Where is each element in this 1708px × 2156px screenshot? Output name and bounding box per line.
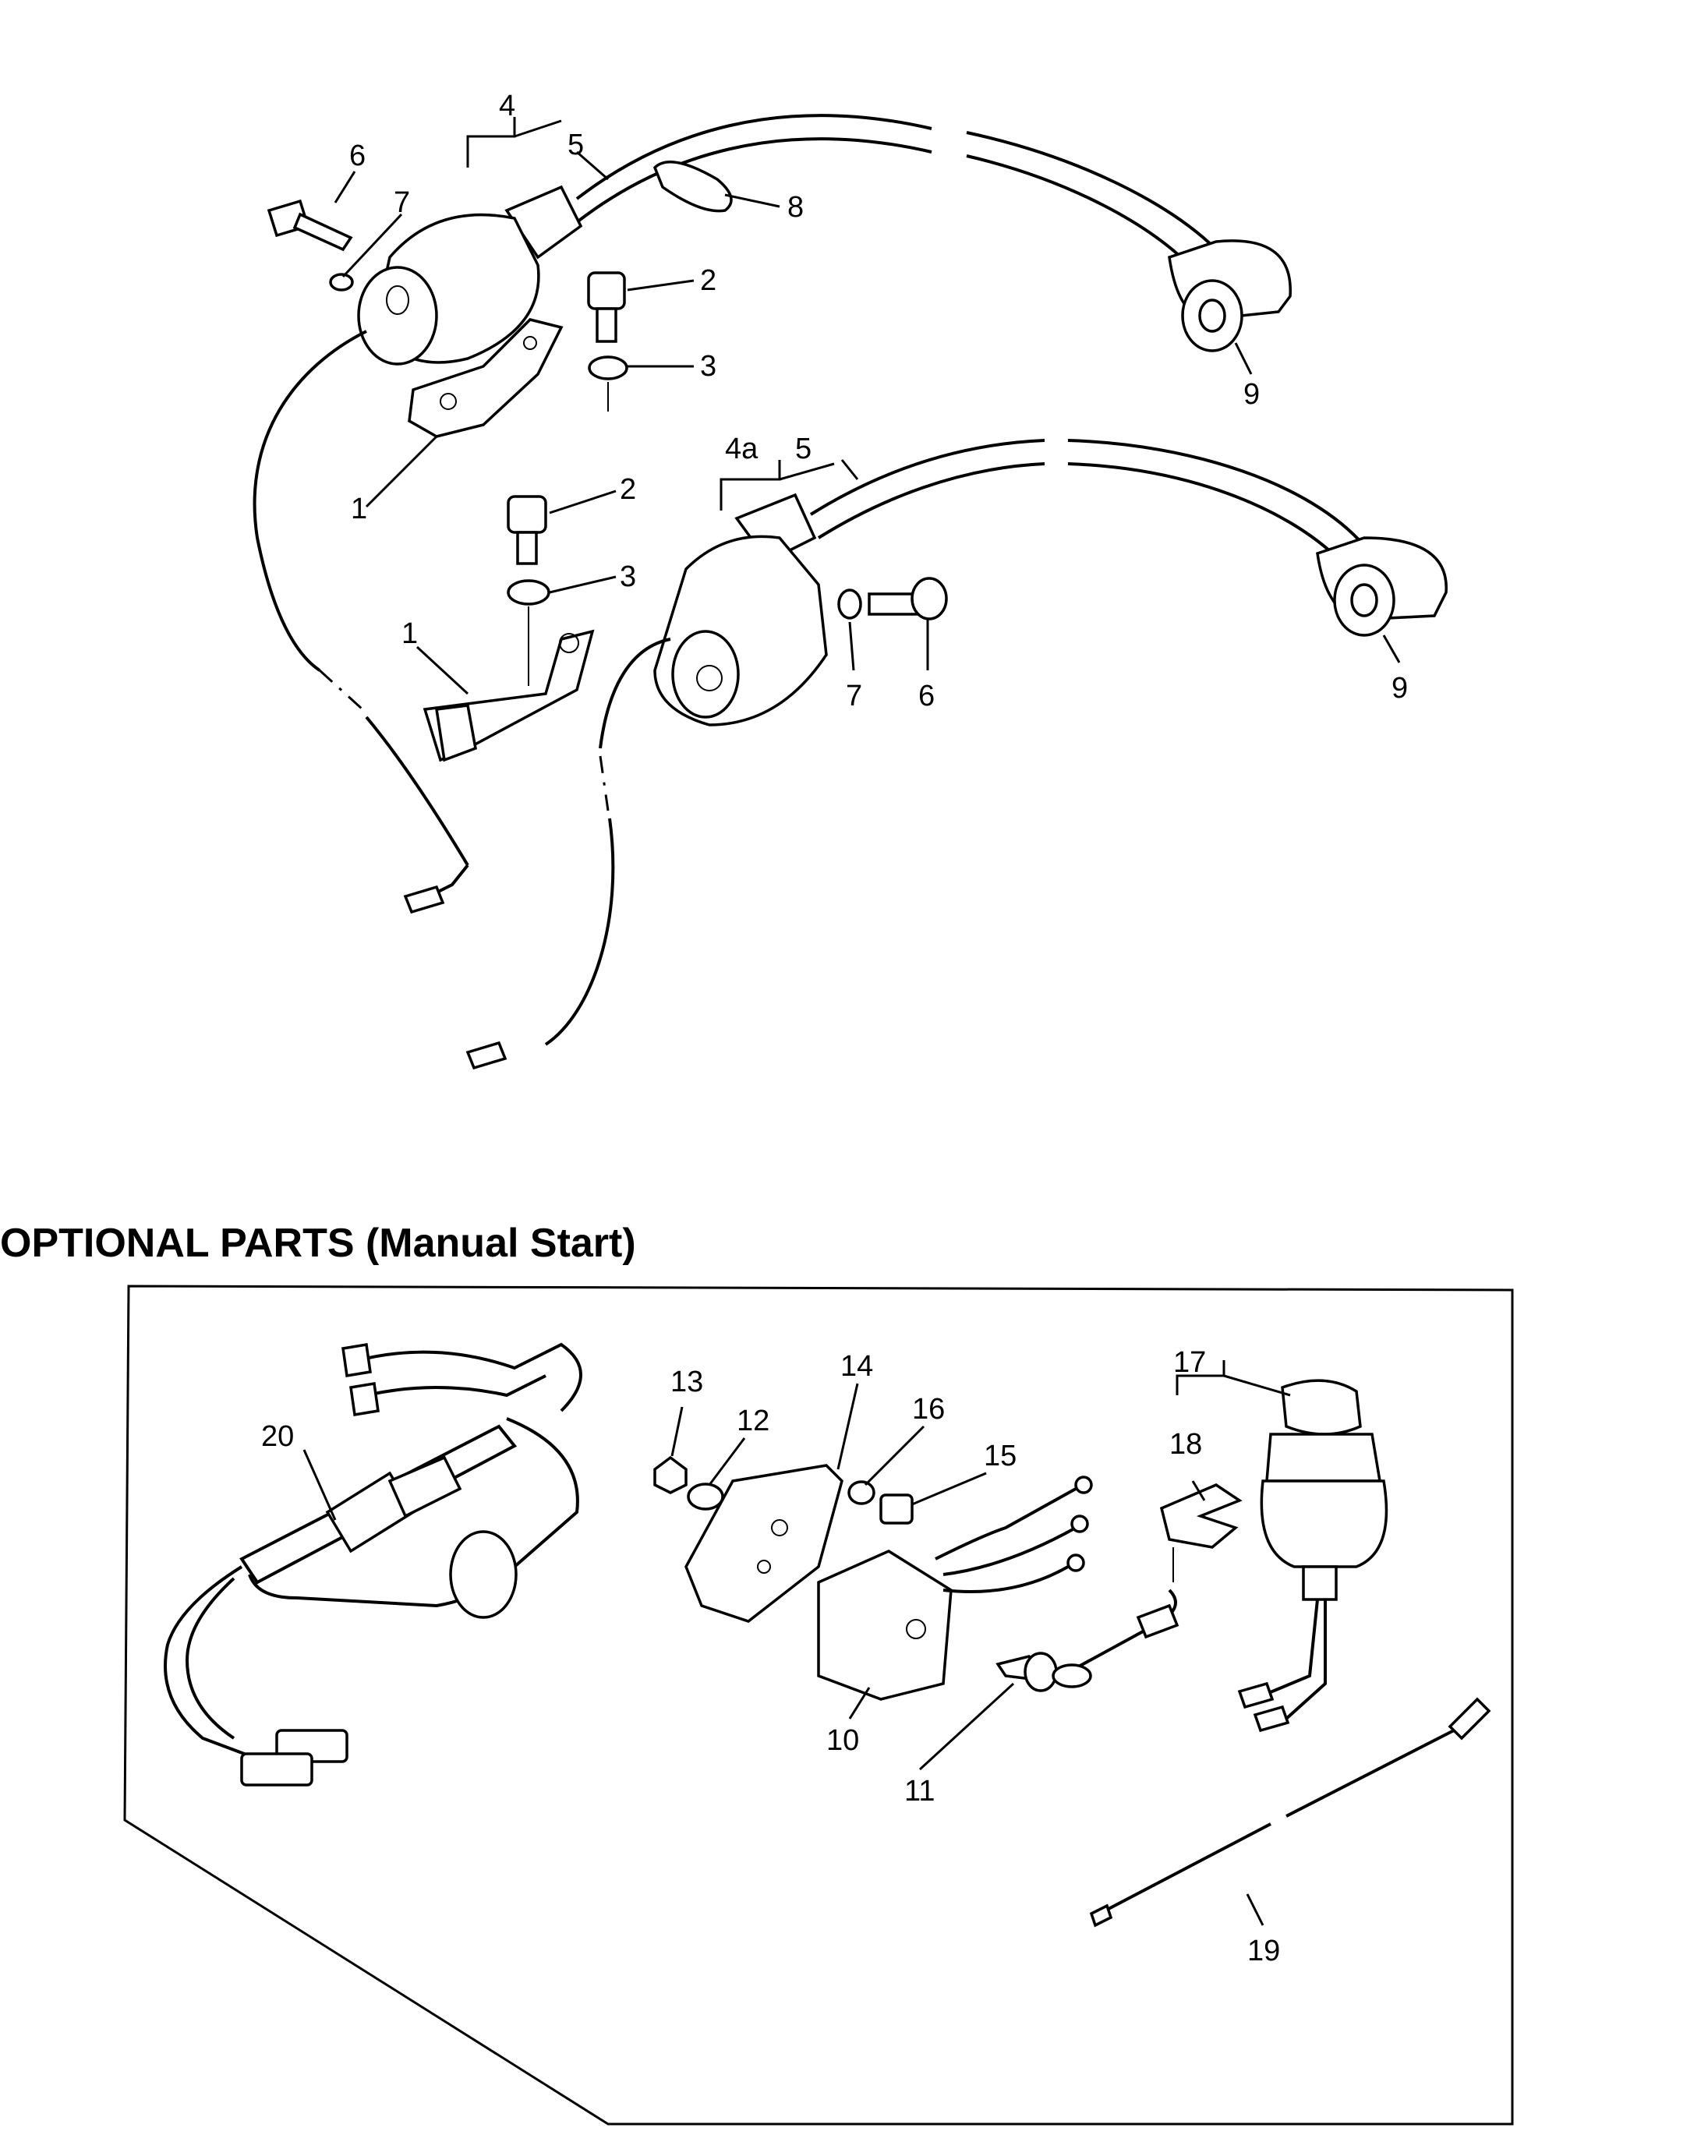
callout-18: 18 [1169, 1428, 1202, 1461]
switch-body-17 [1260, 1479, 1388, 1568]
washer-upper [329, 273, 354, 292]
washer-3-lower [507, 579, 550, 606]
leader-lines-upper [334, 117, 1401, 695]
bolt-upper-shank [292, 212, 353, 252]
callout-8: 8 [787, 191, 804, 224]
callout-1-upper: 1 [351, 493, 367, 525]
callout-9-upper: 9 [1243, 378, 1260, 411]
callout-1-lower: 1 [401, 617, 418, 650]
bolt-2-lower-shank [516, 531, 538, 565]
section-title: OPTIONAL PARTS (Manual Start) [0, 1221, 636, 1266]
callout-2-upper: 2 [700, 264, 716, 297]
callout-5-lower: 5 [795, 433, 812, 465]
bolt-2-upper-shank [596, 307, 617, 343]
callout-9-lower: 9 [1392, 672, 1408, 705]
callout-4a: 4a [725, 433, 759, 465]
stop-cord-19 [1089, 1697, 1491, 1928]
nut-13 [653, 1455, 688, 1494]
cord-clamp [652, 161, 733, 213]
coil-bracket-upper [408, 318, 564, 438]
stop-switch-assembly [1052, 1379, 1388, 1733]
bolt-2-lower-head [507, 495, 547, 534]
bolt-2-upper-head [587, 271, 626, 310]
callout-14: 14 [840, 1350, 873, 1383]
callout-17: 17 [1173, 1346, 1206, 1379]
terminal-upper [403, 885, 445, 914]
optional-parts-frame [123, 1285, 1514, 2126]
callout-13: 13 [670, 1366, 703, 1398]
callout-20: 20 [261, 1420, 294, 1453]
rectifier-assembly [653, 1455, 1093, 1701]
ground-lead-upper [253, 330, 367, 672]
bolt-15 [879, 1493, 914, 1525]
callout-6-upper: 6 [349, 140, 366, 172]
washer-16 [847, 1480, 875, 1505]
callout-3-upper: 3 [700, 350, 716, 383]
high-tension-cord-lower-a [809, 439, 1045, 516]
wiring-harness-20 [164, 1342, 582, 1787]
bolt-6-lower-head [911, 577, 948, 620]
high-tension-cord-upper-a2 [575, 137, 932, 224]
callout-2-lower: 2 [620, 473, 636, 506]
bracket-14 [684, 1464, 843, 1623]
high-tension-cord-lower-b2 [1067, 462, 1342, 563]
terminal-lower [465, 1041, 507, 1070]
rectifier-10 [817, 1550, 953, 1701]
callout-19: 19 [1247, 1935, 1280, 1967]
washer-12 [687, 1483, 724, 1511]
callout-12: 12 [737, 1405, 769, 1437]
callout-7-lower: 7 [846, 680, 862, 712]
high-tension-cord-lower-b [1067, 439, 1366, 547]
high-tension-cord-upper-a [575, 114, 932, 200]
washer-3-upper [588, 355, 628, 380]
callout-10: 10 [826, 1724, 859, 1757]
washer-7-lower [837, 588, 862, 620]
callout-6-lower: 6 [918, 680, 935, 712]
ignition-coil-assembly-lower [423, 439, 1448, 1070]
callout-16: 16 [912, 1393, 945, 1426]
high-tension-cord-lower-a2 [817, 462, 1045, 539]
high-tension-cord-upper-b2 [966, 154, 1194, 270]
callout-7-upper: 7 [394, 186, 410, 219]
callout-4: 4 [499, 90, 515, 122]
callout-11: 11 [904, 1775, 935, 1808]
high-tension-cord-upper-b [966, 131, 1218, 251]
callout-3-lower: 3 [620, 560, 636, 593]
washer-18 [1159, 1483, 1243, 1549]
ground-lead-lower [599, 638, 671, 749]
ignition-coil-assembly-upper [253, 114, 1292, 914]
switch-cap-17 [1281, 1379, 1362, 1436]
callout-15: 15 [984, 1440, 1017, 1472]
callout-5-upper: 5 [568, 129, 584, 161]
